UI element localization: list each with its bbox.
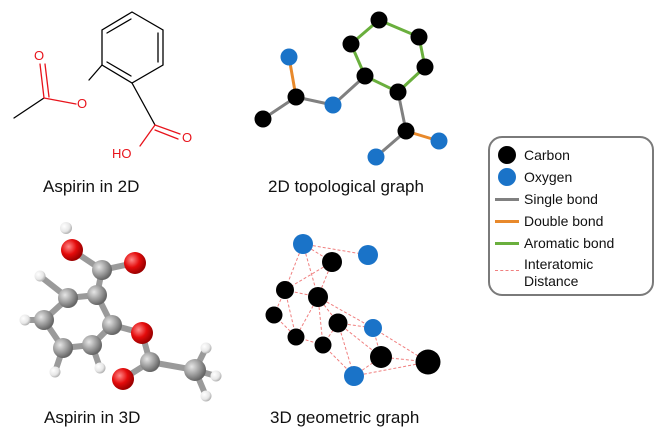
hydrogen-atom <box>34 270 46 282</box>
carbon-node <box>397 122 415 140</box>
legend-item-aromatic-bond: Aromatic bond <box>490 233 614 253</box>
hydrogen-atom <box>94 362 106 374</box>
carbon-node <box>287 328 305 346</box>
legend-item-carbon: Carbon <box>490 145 570 165</box>
topo-carbon-atoms <box>254 11 434 140</box>
legend-item-single-bond: Single bond <box>490 189 598 209</box>
topological-graph <box>254 11 448 166</box>
aspirin-3d-model <box>19 222 222 402</box>
ester-carbonyl-oxygen-label: O <box>34 48 44 63</box>
legend-label: Interatomic Distance <box>524 256 594 289</box>
carbon-node <box>314 336 332 354</box>
carbon-atom <box>34 310 54 330</box>
carbon-atom <box>184 359 206 381</box>
carbon-node <box>328 313 348 333</box>
geometric-graph-caption: 3D geometric graph <box>270 408 420 427</box>
carbon-dot-icon <box>498 146 516 164</box>
hydroxyl-label: HO <box>112 146 132 161</box>
geo-oxygen-atoms <box>293 234 382 386</box>
carbon-node <box>322 252 342 272</box>
aspirin-2d-caption: Aspirin in 2D <box>43 177 140 196</box>
oxygen-node <box>358 245 378 265</box>
hydrogen-atom <box>200 342 212 354</box>
carbon-node <box>287 88 305 106</box>
legend: Carbon Oxygen Single bond Double bond Ar… <box>488 136 654 296</box>
legend-item-oxygen: Oxygen <box>490 167 572 187</box>
distance-dashed-line-icon <box>495 269 519 271</box>
oxygen-atom <box>124 252 146 274</box>
legend-label: Double bond <box>524 213 604 229</box>
carbon-atom <box>53 338 73 358</box>
carbon-atom <box>58 288 78 308</box>
carbon-atom <box>140 352 160 372</box>
geometric-graph <box>265 234 441 386</box>
oxygen-node <box>344 366 364 386</box>
carboxyl-oxygen-label: O <box>182 130 192 145</box>
oxygen-dot-icon <box>498 168 516 186</box>
carbon-node <box>265 306 283 324</box>
hydrogen-atom <box>200 390 212 402</box>
carbon-node <box>416 58 434 76</box>
carbon-node <box>356 67 374 85</box>
legend-label: Oxygen <box>524 169 573 185</box>
oxygen-node <box>293 234 313 254</box>
carbon-node <box>410 28 428 46</box>
aromatic-bond-line-icon <box>495 241 519 245</box>
legend-label: Carbon <box>524 147 570 163</box>
oxygen-node <box>364 319 382 337</box>
carbon-node <box>308 287 328 307</box>
legend-label: Aromatic bond <box>524 235 615 251</box>
hydrogen-atom <box>210 370 222 382</box>
oxygen-node <box>430 132 448 150</box>
oxygen-atom <box>112 368 134 390</box>
carbon-node <box>342 35 360 53</box>
single-bond-line-icon <box>495 197 519 201</box>
geo-carbon-atoms <box>265 252 441 375</box>
carbon-node <box>370 346 392 368</box>
hydrogen-atom <box>19 314 31 326</box>
oxygen-node <box>367 148 385 166</box>
carbon-node <box>415 349 441 375</box>
carbon-atom <box>87 285 107 305</box>
aspirin-2d-structure: O O O HO <box>13 11 192 161</box>
carbon-node <box>276 281 294 299</box>
hydrogen-atom <box>60 222 72 234</box>
aspirin-3d-caption: Aspirin in 3D <box>44 408 141 427</box>
carbon-node <box>254 110 272 128</box>
legend-item-interatomic-distance: Interatomic Distance <box>490 256 614 292</box>
hydrogen-atom <box>49 366 61 378</box>
carbon-atom <box>82 335 102 355</box>
ester-oxygen-label: O <box>77 96 87 111</box>
carbon-node <box>370 11 388 29</box>
legend-item-double-bond: Double bond <box>490 211 603 231</box>
topo-oxygen-atoms <box>280 48 448 166</box>
double-bond-line-icon <box>495 219 519 223</box>
oxygen-node <box>324 96 342 114</box>
carbon-atom <box>92 260 112 280</box>
legend-label: Single bond <box>524 191 598 207</box>
topological-graph-caption: 2D topological graph <box>268 177 424 196</box>
carbon-atom <box>102 315 122 335</box>
oxygen-node <box>280 48 298 66</box>
oxygen-atom <box>61 239 83 261</box>
carbon-node <box>389 83 407 101</box>
oxygen-atom <box>131 322 153 344</box>
